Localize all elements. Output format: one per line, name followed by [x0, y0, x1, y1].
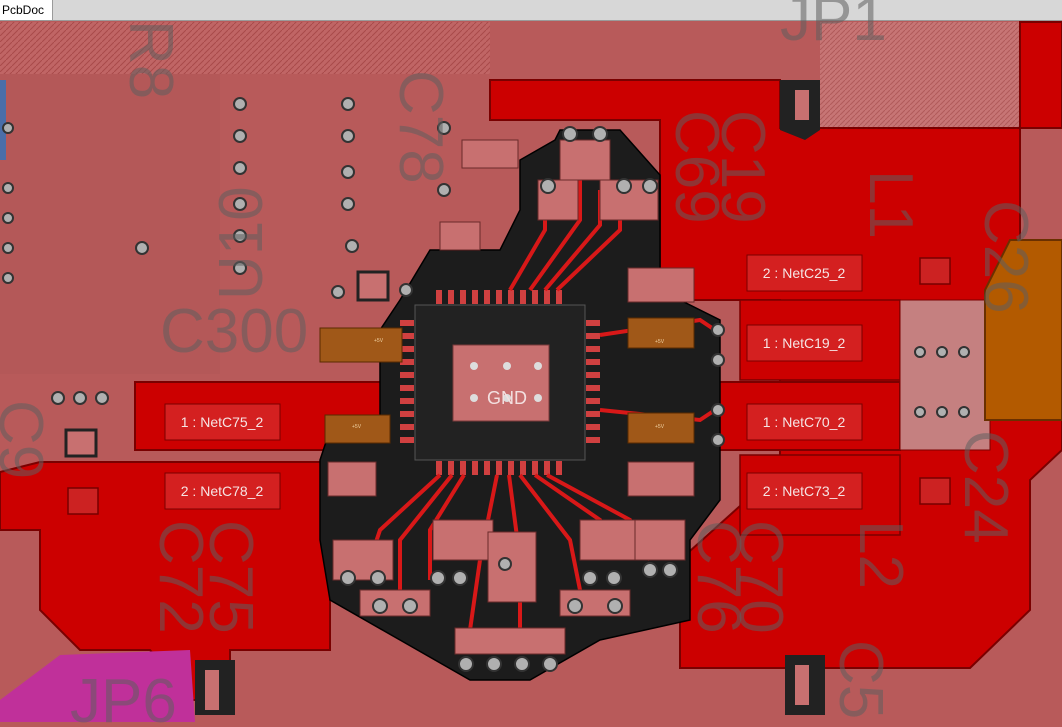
thermal-via	[534, 394, 542, 402]
bottom-copper-region	[0, 74, 220, 374]
ic-thermal-pad	[452, 344, 550, 422]
smd-pad	[919, 477, 951, 505]
connector-pad	[795, 665, 809, 705]
capacitor-pad	[324, 414, 391, 444]
jp1-pad	[795, 90, 809, 120]
thermal-via	[470, 394, 478, 402]
capacitor-pad	[627, 317, 695, 349]
designator-c76: C76	[684, 520, 753, 634]
designator-r8: R8	[116, 20, 185, 99]
pad-net-label: +5V	[655, 424, 665, 430]
designator-c19: C19	[708, 110, 777, 224]
designator-c5: C5	[826, 640, 895, 719]
smd-pads	[327, 139, 695, 655]
designator-c72: C72	[146, 520, 215, 634]
smd-pad	[356, 270, 390, 302]
thermal-via	[470, 362, 478, 370]
vias	[2, 97, 970, 672]
ic-pin-row-right	[586, 320, 600, 443]
jp6-pad	[205, 670, 219, 710]
designator-c24: C24	[951, 430, 1020, 544]
smd-pad	[64, 428, 98, 458]
designator-c9: C9	[0, 400, 55, 479]
net-label-netc78-2: 2 : NetC78_2	[181, 483, 264, 499]
net-label-netc73-2: 2 : NetC73_2	[763, 483, 846, 499]
designator-c70: C70	[726, 520, 795, 634]
designator-c75: C75	[196, 520, 265, 634]
mechanical-layer-region	[0, 650, 195, 722]
designator-jp1: JP1	[780, 0, 887, 54]
board-edge-marker	[0, 80, 6, 160]
gnd-net-label: GND	[487, 388, 527, 408]
ic-pin-row-top	[436, 290, 562, 304]
designator-l2: L2	[846, 520, 915, 589]
smd-pad	[67, 487, 99, 515]
pad-net-label: +5V	[374, 338, 384, 344]
net-label-netc70-2: 1 : NetC70_2	[763, 414, 846, 430]
designator-c300: C300	[160, 297, 308, 366]
ic-pin-row-left	[400, 320, 414, 443]
document-tab[interactable]: PcbDoc	[0, 0, 54, 20]
silkscreen-designators: C300 U10 C69 C19 L1 C26 C24 L2 C70 C76 C…	[0, 0, 1040, 727]
thermal-via	[503, 362, 511, 370]
net-label-netc25-2: 2 : NetC25_2	[763, 265, 846, 281]
net-label-box-group: 2 : NetC25_2 1 : NetC19_2 1 : NetC70_2 2…	[164, 254, 863, 510]
connector-pad-area	[899, 299, 991, 451]
net-label-netc19-2: 1 : NetC19_2	[763, 335, 846, 351]
designator-c26: C26	[971, 200, 1040, 314]
ic-pin-row-bottom	[436, 461, 562, 475]
inner-layer-region	[984, 239, 1062, 421]
designator-c69: C69	[662, 110, 731, 224]
pad-net-label: +5V	[352, 424, 362, 430]
bottom-copper-region	[820, 22, 1020, 132]
designator-u10: U10	[207, 186, 276, 300]
bottom-copper-region	[0, 22, 490, 74]
capacitor-pad	[627, 412, 695, 444]
thermal-via	[503, 394, 511, 402]
smd-pad	[919, 257, 951, 285]
designator-c78: C78	[386, 70, 455, 184]
designator-l1: L1	[856, 170, 925, 239]
document-tab-bar: PcbDoc	[0, 0, 1062, 21]
net-label-netc75-2: 1 : NetC75_2	[181, 414, 264, 430]
pad-net-label: +5V	[655, 339, 665, 345]
thermal-via	[534, 362, 542, 370]
capacitor-pad	[319, 327, 403, 363]
designator-jp6: JP6	[70, 667, 177, 727]
